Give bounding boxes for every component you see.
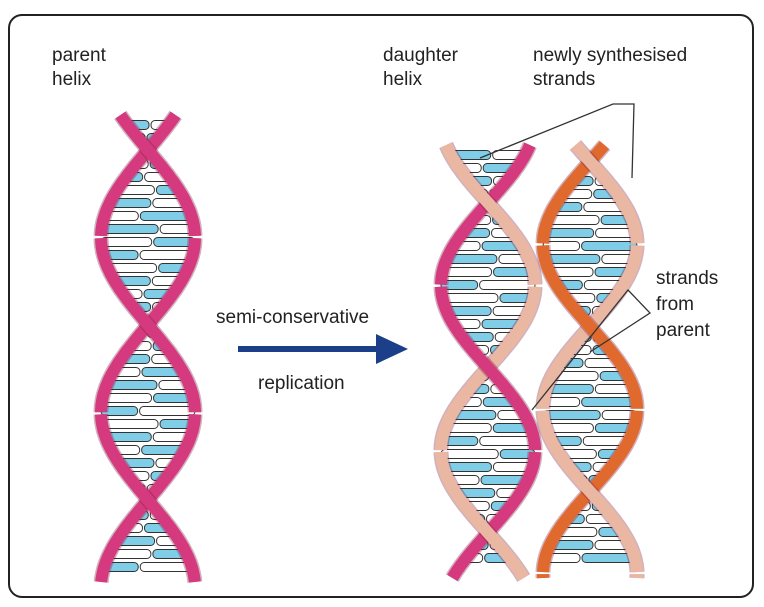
base-half [140,407,195,416]
process-label-top: semi-conservative [216,306,369,330]
process-label-bottom: replication [258,372,345,396]
daughter-helix-left [441,145,535,578]
daughter-helix-right [543,145,637,578]
strands-from-parent-label: strands from parent [656,266,718,344]
base-half [582,398,637,407]
replication-arrow [238,334,408,364]
parent-helix [101,115,195,582]
newly-synthesised-strands-label: newly synthesised strands [533,44,687,92]
daughter-helix-label: daughter helix [383,44,458,92]
base-half [102,225,159,234]
base-half [480,281,535,290]
base-half [543,411,600,420]
base-half [441,450,498,459]
base-half [582,242,637,251]
base-half [102,420,158,429]
parent-helix-label: parent helix [52,44,106,92]
